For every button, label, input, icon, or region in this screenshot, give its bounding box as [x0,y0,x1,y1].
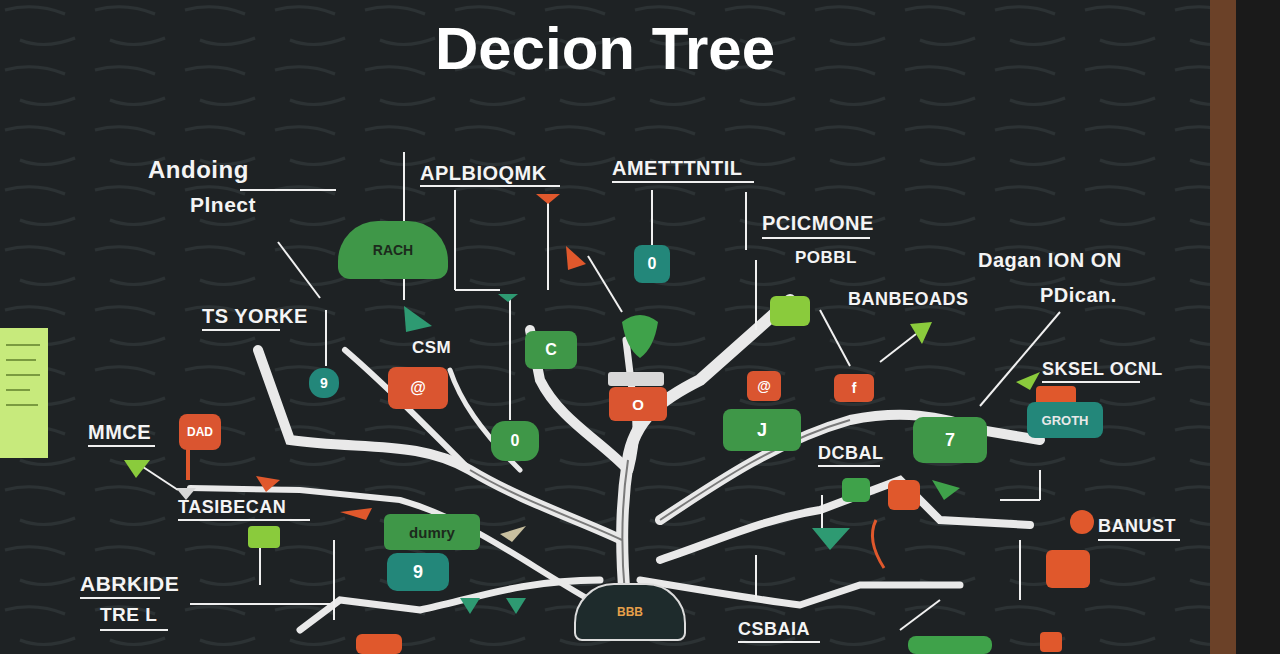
chalk-label: ABRKIDE [80,572,179,596]
chalk-label: POBBL [795,248,857,268]
chalk-label: DCBAL [818,443,884,464]
chalk-label: Andoing [148,156,249,184]
tree-node-badge: O [609,387,667,421]
chalk-label: TASIBECAN [178,497,286,518]
wood-frame [1210,0,1236,654]
diagram-title: Decion Tree [0,14,1210,83]
node-text: 9 [413,562,423,583]
chalk-label: MMCE [88,421,151,444]
chalk-label: PDican. [1040,284,1117,307]
tree-node-badge: DAD [179,414,221,450]
chalk-label: TS YORKE [202,305,308,328]
branches [190,300,1040,630]
tree-node-badge: dumry [384,514,480,550]
tree-node-badge: 9 [309,368,339,398]
node-text: 9 [320,375,328,391]
chalk-label: CSM [412,338,451,358]
node-text: @ [757,378,771,394]
chalk-label: APLBIOQMK [420,162,547,185]
tree-node-badge: GROTH [1027,402,1103,438]
node-text: BBB [617,605,643,619]
tree-node-badge: C [525,331,577,369]
tree-node-badge: @ [747,371,781,401]
node-text: 0 [511,432,520,450]
node-text: 0 [648,255,657,273]
chalk-label: Dagan ION ON [978,249,1122,272]
chalk-label: Plnect [190,193,256,217]
tree-node-badge: 0 [491,421,539,461]
chalk-label: AMETTTNTIL [612,157,743,180]
tree-node-badge: 0 [634,245,670,283]
node-text: 7 [945,430,955,451]
flag-markers [124,194,1094,654]
chalk-texture [0,0,1210,654]
leader-lines [80,152,1180,642]
node-text: dumry [409,524,455,541]
chalk-label: BANUST [1098,516,1176,537]
sticky-note [0,328,48,458]
tree-node-badge: J [723,409,801,451]
wall [1236,0,1280,654]
node-text: O [632,396,644,413]
chalk-label: TRE L [100,604,157,626]
tree-node-badge: @ [388,367,448,409]
chalk-label: SKSEL OCNL [1042,359,1163,380]
chalk-label: CSBAIA [738,619,810,640]
tree-node-badge: 7 [913,417,987,463]
tree-node-badge: BBB [574,583,686,641]
note-lines [6,345,40,405]
node-text: f [852,380,857,396]
node-text: GROTH [1042,413,1089,428]
node-text: J [757,420,767,441]
tree-node-badge: f [834,374,874,402]
node-text: @ [410,379,426,397]
node-text: RACH [373,242,413,258]
node-text: C [545,341,557,359]
chalk-label: BANBEOADS [848,289,969,310]
chalk-label: PCICMONE [762,212,874,235]
tree-node-badge: RACH [338,221,448,279]
tree-node-badge: 9 [387,553,449,591]
node-text: DAD [187,425,213,439]
